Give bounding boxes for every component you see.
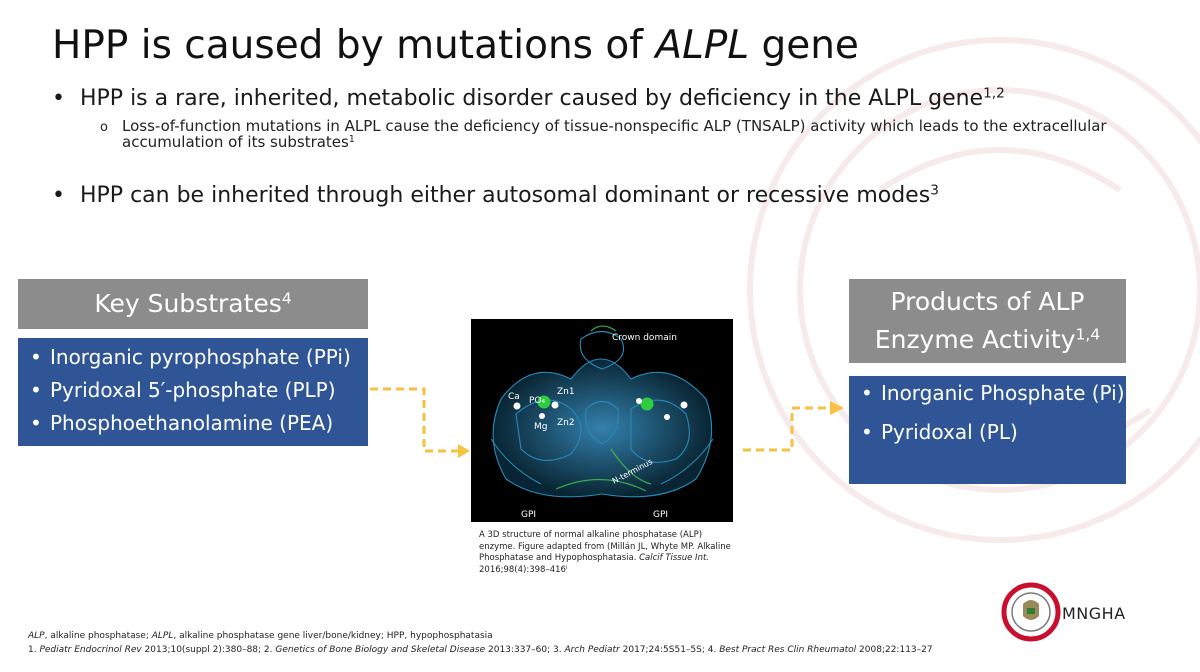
label-gpi-right: GPI (653, 510, 668, 520)
footnote-abbreviations: ALP, alkaline phosphatase; ALPL, alkalin… (28, 631, 493, 641)
list-item: Inorganic pyrophosphate (PPi) (18, 341, 368, 374)
slide-title: HPP is caused by mutations of ALPL gene (52, 23, 859, 68)
footnote-references: 1. Pediatr Endocrinol Rev 2013;10(suppl … (28, 645, 933, 655)
list-item: Pyridoxal (PL) (849, 419, 1126, 446)
list-item: Inorganic Phosphate (Pi) (849, 380, 1126, 407)
figure-caption: A 3D structure of normal alkaline phosph… (479, 530, 731, 575)
label-gpi-left: GPI (521, 510, 536, 520)
key-substrates-header: Key Substrates4 (18, 279, 368, 329)
list-item: Pyridoxal 5′-phosphate (PLP) (18, 374, 368, 407)
label-zn2: Zn2 (557, 418, 575, 428)
label-crown-domain: Crown domain (612, 333, 677, 343)
mngha-logo-icon (1001, 582, 1061, 642)
bullet-hpp-rare: •HPP is a rare, inherited, metabolic dis… (52, 85, 1005, 111)
products-list: Inorganic Phosphate (Pi) Pyridoxal (PL) (849, 376, 1126, 484)
label-po4: PO₄ (529, 396, 546, 406)
logo-text: MNGHA (1062, 604, 1126, 623)
list-item: Phosphoethanolamine (PEA) (18, 407, 368, 440)
alp-protein-structure-image: Crown domain Ca PO₄ Zn1 Mg Zn2 GPI GPI N… (471, 319, 733, 522)
key-substrates-list: Inorganic pyrophosphate (PPi) Pyridoxal … (18, 338, 368, 446)
products-header: Products of ALP Enzyme Activity1,4 (849, 279, 1126, 363)
label-zn1: Zn1 (557, 387, 575, 397)
sub-bullet-loss-of-function: o Loss-of-function mutations in ALPL cau… (100, 117, 1107, 151)
label-ca: Ca (508, 392, 520, 402)
label-mg: Mg (534, 422, 547, 432)
bullet-hpp-inheritance: •HPP can be inherited through either aut… (52, 182, 939, 208)
